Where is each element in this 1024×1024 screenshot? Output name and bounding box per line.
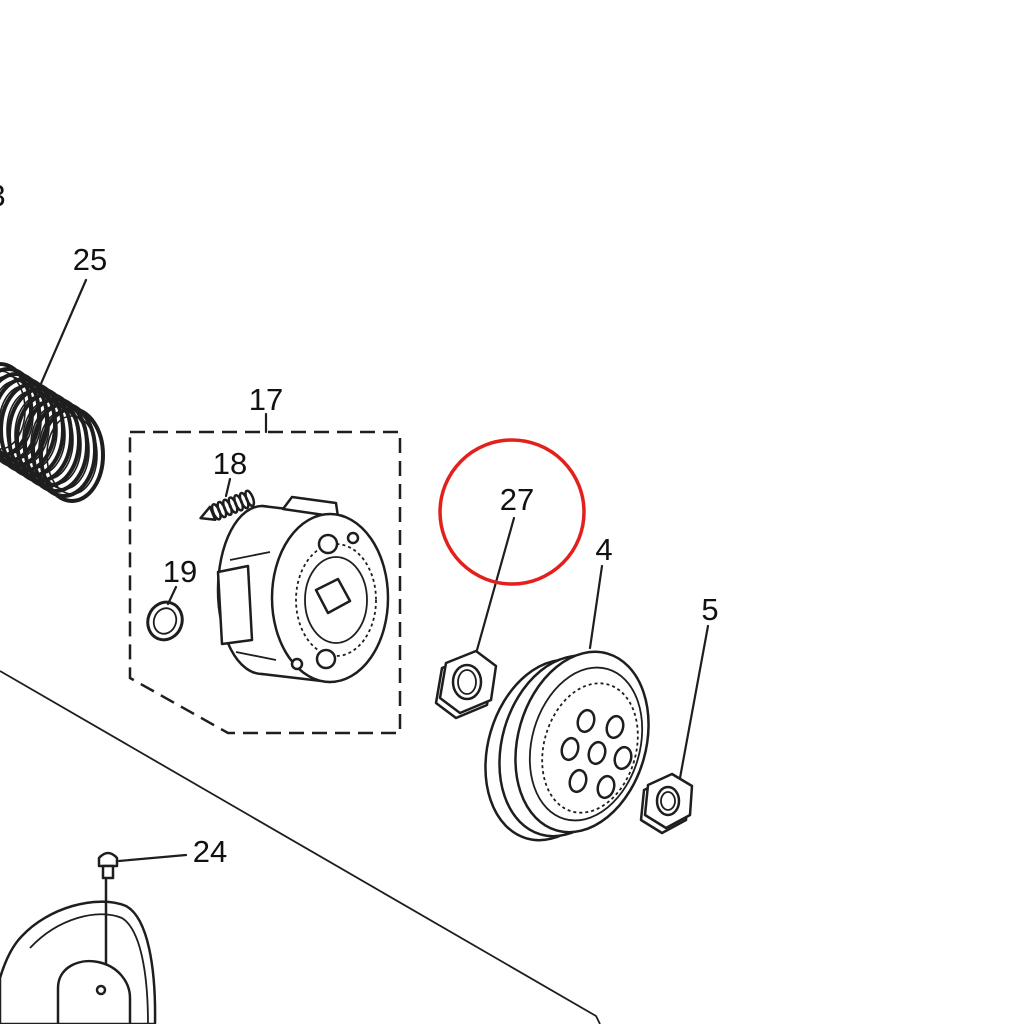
- part-5-nut: [639, 772, 694, 835]
- sheave-rim: [29, 913, 149, 1024]
- leader-4: [588, 564, 604, 650]
- carrier-pin-hole: [317, 533, 339, 555]
- carrier-shoe-left: [216, 564, 254, 646]
- housing-hole: [613, 745, 633, 771]
- leader-5: [678, 624, 710, 780]
- carrier-small-hole: [346, 531, 360, 545]
- carrier-shoe-seam: [229, 551, 271, 561]
- highlight-circle: [438, 438, 586, 586]
- nut-27-thread: [457, 669, 477, 695]
- carrier-small-hole: [290, 657, 304, 671]
- drive-sheave-partial: [0, 878, 157, 1024]
- housing-hole: [568, 768, 588, 794]
- callout-27: 27: [500, 482, 534, 517]
- assembly-17-boundary: [128, 430, 402, 735]
- callout-25: 25: [73, 242, 107, 277]
- clutch-carrier: [216, 495, 390, 684]
- part-4-clutch-housing: [484, 650, 650, 842]
- ring-19-inner: [152, 607, 178, 635]
- sheave-hub-hole: [95, 984, 107, 996]
- ring-19-outer: [146, 600, 184, 642]
- leader-18: [224, 477, 232, 498]
- carrier-inner-ring: [304, 556, 368, 644]
- callout-19: 19: [163, 554, 197, 589]
- part-27-nut: [434, 649, 498, 720]
- housing-hole-circle: [541, 682, 639, 814]
- leader-24: [117, 853, 188, 863]
- spring-25-coil: [0, 362, 33, 458]
- part-19-ring: [146, 600, 184, 642]
- callout-4: 4: [595, 532, 612, 567]
- carrier-pin-hole: [315, 648, 337, 670]
- spring-25-coil: [46, 415, 98, 495]
- reference-line: [0, 670, 601, 1024]
- housing-hole: [560, 736, 580, 762]
- part-24-pin: [97, 851, 119, 880]
- callout-18: 18: [213, 446, 247, 481]
- housing-inner-rim: [528, 666, 644, 822]
- part-25-coil-spring: [0, 362, 105, 503]
- spring-25-coils: [0, 362, 105, 503]
- nut-5-thread: [660, 791, 676, 811]
- housing-hole: [605, 714, 625, 740]
- spring-18-coil: [244, 489, 256, 508]
- housing-hole: [596, 774, 616, 800]
- leader-25: [38, 278, 88, 388]
- sheave-hub: [56, 959, 132, 1024]
- pin-24-shaft: [101, 864, 115, 880]
- spring-25-coil: [23, 397, 89, 493]
- housing-hole: [587, 740, 607, 766]
- callout-5: 5: [701, 592, 718, 627]
- leader-19: [166, 585, 178, 606]
- spring-25-coil: [31, 402, 97, 498]
- callout-17: 17: [249, 382, 283, 417]
- carrier-square-bore: [314, 577, 352, 615]
- callout-24: 24: [193, 834, 227, 869]
- spring-25-coil: [39, 407, 105, 503]
- pin-24-head: [97, 851, 119, 868]
- leader-27: [475, 516, 516, 652]
- carrier-spline-ring: [295, 543, 377, 657]
- carrier-shoe-seam: [235, 651, 277, 661]
- housing-hole: [576, 708, 596, 734]
- part-18-small-spring: [199, 489, 256, 522]
- callout-3: 3: [0, 178, 6, 213]
